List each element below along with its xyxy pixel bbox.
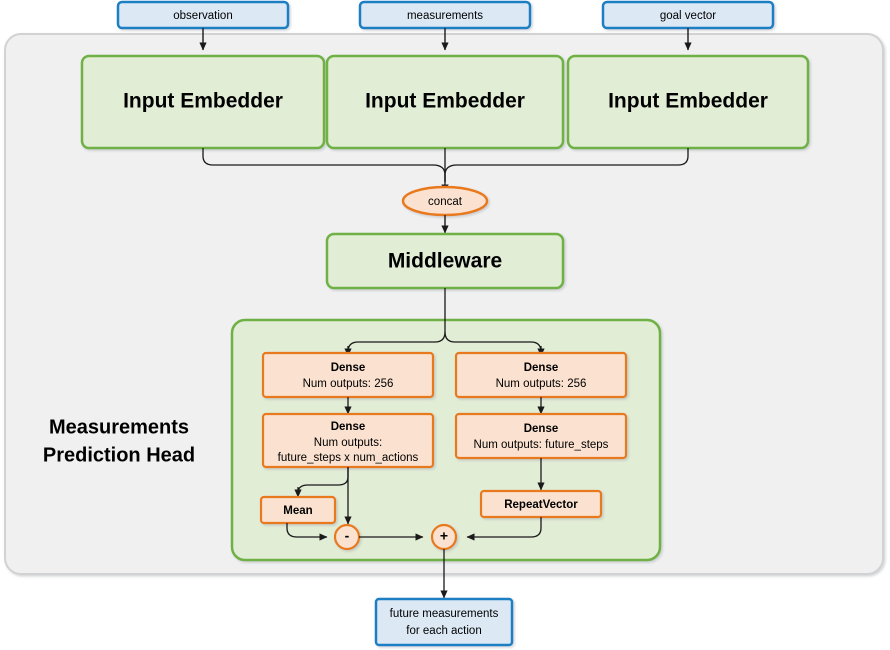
head-label-line2: Prediction Head: [43, 444, 195, 466]
right-dense-1-box[interactable]: Dense Num outputs: 256: [454, 351, 628, 399]
input-box-observation[interactable]: observation: [116, 0, 290, 30]
right-dense-1-subtitle: Num outputs: 256: [496, 378, 587, 390]
right-dense-1-title: Dense: [524, 362, 559, 374]
input-embedder-label-2: Input Embedder: [365, 90, 525, 113]
input-embedder-label-3: Input Embedder: [608, 90, 768, 113]
input-embedder-box-1[interactable]: Input Embedder: [80, 54, 326, 150]
repeat-vector-label: RepeatVector: [504, 499, 578, 511]
left-dense-1-subtitle: Num outputs: 256: [303, 378, 394, 390]
input-box-goal-vector[interactable]: goal vector: [601, 0, 775, 30]
edge-embedder3-to-concat: [444, 148, 689, 182]
minus-operator-label: -: [345, 528, 350, 544]
mean-box[interactable]: Mean: [259, 495, 337, 525]
edge-repeatvector-to-plus: [466, 517, 542, 541]
mean-label: Mean: [283, 505, 312, 517]
minus-operator-node[interactable]: -: [333, 523, 361, 551]
right-dense-2-title: Dense: [524, 423, 559, 435]
left-dense-1-title: Dense: [331, 362, 366, 374]
concat-node[interactable]: concat: [401, 185, 489, 217]
middleware-label: Middleware: [388, 250, 502, 273]
output-label-line1: future measurements: [390, 608, 499, 620]
left-dense-1-box[interactable]: Dense Num outputs: 256: [261, 351, 435, 399]
output-label-line2: for each action: [406, 625, 481, 637]
left-dense-2-box[interactable]: Dense Num outputs: future_steps x num_ac…: [261, 412, 435, 469]
right-dense-2-box[interactable]: Dense Num outputs: future_steps: [454, 412, 628, 460]
edge-embedder1-to-concat: [202, 148, 446, 182]
left-dense-2-subtitle-1: Num outputs:: [314, 437, 382, 449]
input-label-goal-vector: goal vector: [660, 10, 716, 22]
input-label-observation: observation: [173, 10, 232, 22]
edge-mean-to-minus: [286, 523, 328, 541]
input-box-measurements[interactable]: measurements: [358, 0, 532, 30]
plus-operator-node[interactable]: +: [430, 523, 458, 551]
input-label-measurements: measurements: [407, 10, 483, 22]
plus-operator-label: +: [440, 528, 448, 544]
repeat-vector-box[interactable]: RepeatVector: [479, 489, 603, 519]
output-box-future-measurements[interactable]: future measurements for each action: [374, 597, 514, 647]
input-embedder-box-2[interactable]: Input Embedder: [325, 54, 565, 150]
edge-split-to-left-dense: [347, 331, 446, 353]
input-embedder-box-3[interactable]: Input Embedder: [566, 54, 810, 150]
right-dense-2-subtitle: Num outputs: future_steps: [474, 439, 609, 451]
left-dense-2-title: Dense: [331, 421, 366, 433]
left-dense-2-subtitle-2: future_steps x num_actions: [278, 452, 419, 464]
head-label-line1: Measurements: [49, 416, 189, 438]
concat-label: concat: [428, 196, 463, 208]
input-embedder-label-1: Input Embedder: [123, 90, 283, 113]
edge-split-to-right-dense: [444, 331, 542, 353]
middleware-box[interactable]: Middleware: [325, 232, 565, 290]
